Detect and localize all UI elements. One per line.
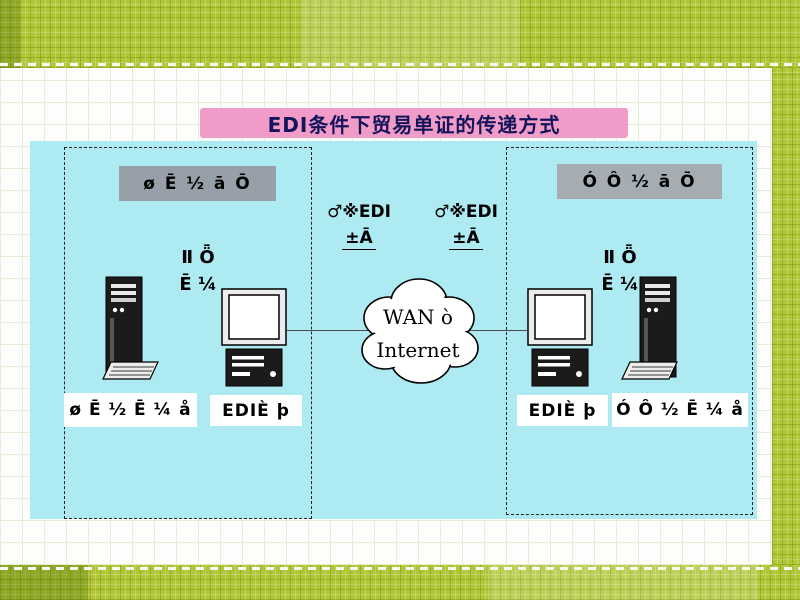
exporter-edi-label: EDIÈ þ <box>210 395 302 426</box>
exporter-header-label: ø Ē ½ ā Ō <box>119 166 276 201</box>
importer-system-label: Ó Ô ½ Ē ¼ å <box>612 393 748 427</box>
edi-send-right-line2: ±Ā <box>449 226 483 250</box>
edi-send-left-line2: ±Ā <box>342 226 376 250</box>
cloud-label-line1: WAN ò <box>383 305 453 329</box>
edi-send-label-right: ♂※EDI ±Ā <box>420 202 512 250</box>
exporter-flow-line1: Ⅱ Ȫ <box>181 247 215 268</box>
top-dashed-divider <box>0 63 800 66</box>
exporter-tower-computer-icon <box>105 276 143 378</box>
importer-tower-computer-icon <box>639 276 677 378</box>
importer-edi-label: EDIÈ þ <box>517 395 608 426</box>
importer-header-label: Ó Ô ½ ā Ō <box>557 164 722 199</box>
texture-patch <box>488 565 758 600</box>
exporter-system-label: ø Ē ½ Ē ¼ å <box>64 393 197 427</box>
texture-patch <box>300 0 520 68</box>
texture-patch <box>0 0 20 68</box>
exporter-flow-label: Ⅱ Ȫ Ē ¼ <box>156 244 240 298</box>
edi-send-label-left: ♂※EDI ±Ā <box>313 202 405 250</box>
edi-send-left-line1: ♂※EDI <box>327 202 391 222</box>
cloud-label-line2: Internet <box>377 338 460 362</box>
exporter-flow-line2: Ē ¼ <box>179 274 217 295</box>
right-decorative-band <box>772 68 800 565</box>
wan-internet-cloud-icon: WAN ò Internet <box>361 278 479 384</box>
importer-flow-line1: Ⅱ Ȫ <box>603 247 637 268</box>
page-title: EDI条件下贸易单证的传递方式 <box>200 108 628 138</box>
texture-patch <box>0 565 88 600</box>
exporter-keyboard-icon <box>102 361 159 380</box>
exporter-dashed-box <box>64 147 312 519</box>
exporter-monitor-computer-icon <box>221 288 287 387</box>
edi-send-right-line1: ♂※EDI <box>434 202 498 222</box>
top-decorative-band <box>0 0 800 68</box>
importer-keyboard-icon <box>621 361 678 380</box>
importer-flow-label: Ⅱ Ȫ Ē ¼ <box>578 244 662 298</box>
importer-monitor-computer-icon <box>527 288 593 387</box>
importer-dashed-box <box>506 147 753 515</box>
bottom-dashed-divider <box>0 567 800 570</box>
bottom-decorative-band <box>0 565 800 600</box>
importer-flow-line2: Ē ¼ <box>601 274 639 295</box>
